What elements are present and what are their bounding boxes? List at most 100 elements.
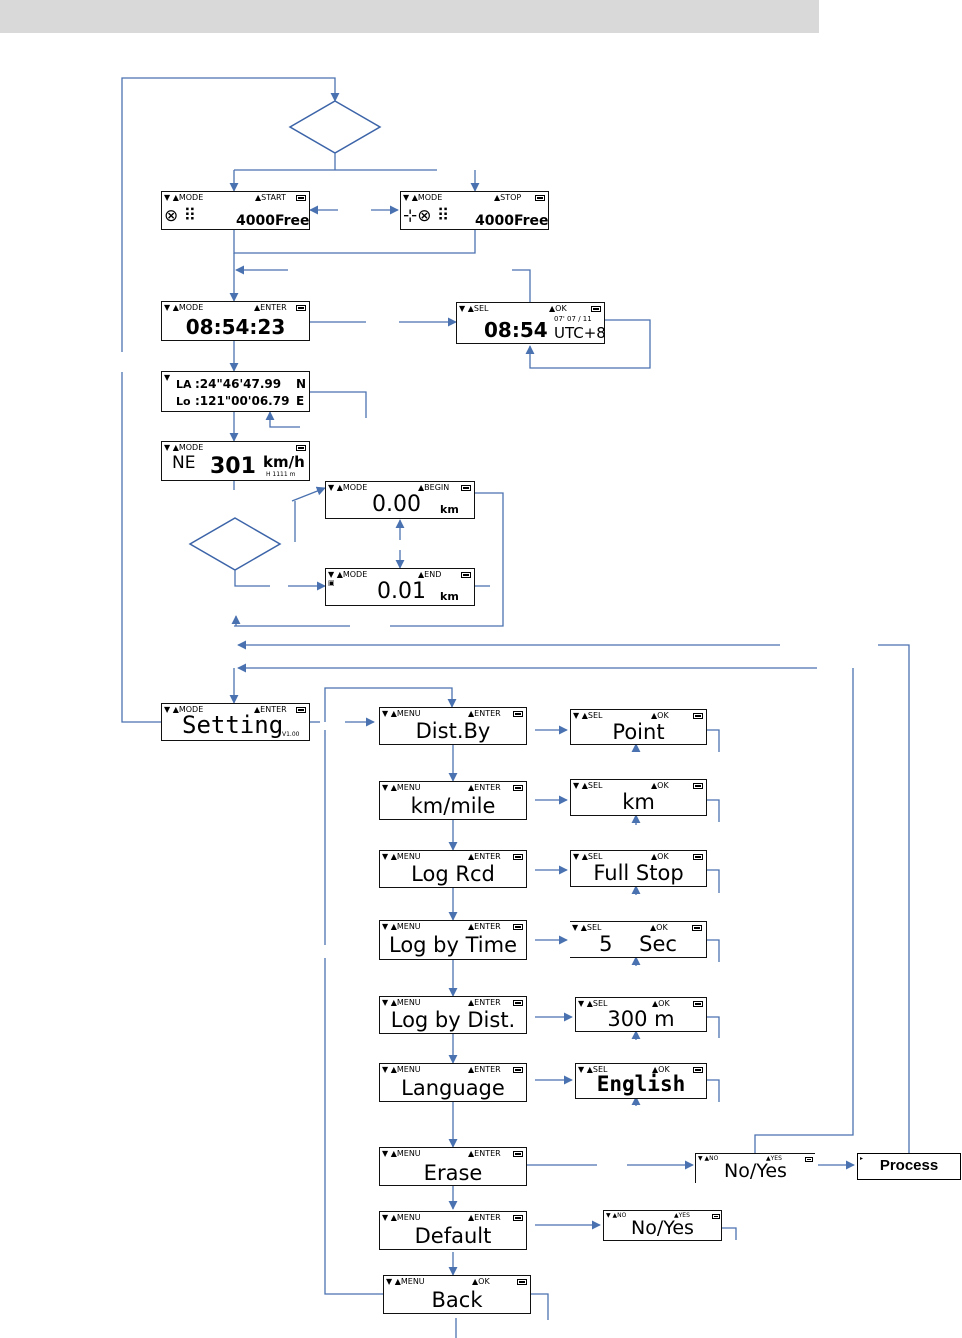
process-box: ▸ Process [857,1153,961,1180]
status-end-label: ▲END [418,570,442,579]
logger-stop-screen: ▼ ▲MODE ▲STOP ⊹⊗ ⠿ 4000Free [400,191,549,230]
status-enter-label: ▲ENTER [468,1149,501,1158]
battery-icon [296,445,306,451]
triangle-marker-icon: ▸ [860,1155,864,1162]
menu-item-label: Dist.By [415,719,491,743]
latitude-value: :24"46'47.99 [195,377,282,391]
status-mode-label: ▼ ▲MODE [164,193,204,202]
erase-confirm-label: No/Yes [724,1160,787,1182]
menu-erase: ▼ ▲MENU ▲ENTER Erase [379,1147,527,1186]
status-menu-label: ▼ ▲MENU [382,922,421,931]
process-label: Process [879,1157,939,1174]
menu-item-label: Back [431,1288,483,1312]
status-sel-label: ▼ ▲SEL [578,999,608,1008]
option-value: 300 m [607,1007,675,1031]
menu-log-rcd: ▼ ▲MENU ▲ENTER Log Rcd [379,850,527,888]
latitude-label: LA [176,378,192,391]
battery-icon [517,1279,527,1285]
battery-icon [712,1214,720,1219]
decision-diamond-top [288,100,382,154]
bluetooth-logger-icon: ⊗ ⠿ [164,206,197,226]
setting-title: Setting [182,711,284,739]
battery-icon [591,306,601,312]
status-menu-label: ▼ ▲MENU [382,998,421,1007]
battery-icon [693,713,703,719]
logger-capacity: 4000Free [236,213,310,229]
status-menu-label: ▼ ▲MENU [386,1277,425,1286]
heading: NE [172,453,196,473]
status-enter-label: ▲ENTER [468,922,501,931]
battery-icon [296,305,306,311]
status-ok-label: ▲OK [652,999,670,1008]
menu-default: ▼ ▲MENU ▲ENTER Default [379,1211,527,1250]
longitude-direction: E [296,394,305,408]
status-enter-label: ▲ENTER [468,852,501,861]
battery-icon [461,485,471,491]
status-enter-label: ▲ENTER [468,1065,501,1074]
status-sel-label: ▼ ▲SEL [578,1065,608,1074]
status-ok-label: ▲OK [472,1277,490,1286]
menu-log-by-dist: ▼ ▲MENU ▲ENTER Log by Dist. [379,996,527,1034]
option-value: km [622,790,655,814]
speed-screen: ▼ ▲MODE NE 301 km/h H 1111 m [161,441,310,481]
speed-value: 301 [210,454,256,479]
status-ok-label: ▲OK [549,304,567,313]
menu-item-label: Log Rcd [411,862,495,886]
battery-icon [296,707,306,713]
latitude-direction: N [296,377,307,391]
longitude-label: Lo [176,395,191,408]
status-enter-label: ▲ENTER [254,303,287,312]
erase-confirm-screen: ▼ ▲NO ▲YES No/Yes [695,1153,815,1183]
menu-item-label: Erase [423,1161,483,1185]
battery-icon [513,785,523,791]
gps-bluetooth-logger-icon: ⊹⊗ ⠿ [403,206,450,226]
status-begin-label: ▲BEGIN [418,483,450,492]
menu-km-mile: ▼ ▲MENU ▲ENTER km/mile [379,781,527,820]
status-enter-label: ▲ENTER [468,998,501,1007]
battery-icon [692,925,702,931]
trip-unit: km [440,503,459,516]
status-menu-label: ▼ ▲MENU [382,709,421,718]
status-enter-label: ▲ENTER [254,705,287,714]
status-sel-label: ▼ ▲SEL [572,923,602,932]
clock-screen: ▼ ▲MODE ▲ENTER 08:54:23 [161,301,310,341]
battery-icon [513,1151,523,1157]
status-menu-label: ▼ ▲MENU [382,852,421,861]
status-mode-label: ▼ ▲MODE [164,443,204,452]
logger-capacity: 4000Free [475,213,549,229]
status-enter-label: ▲ENTER [468,709,501,718]
status-no-label: ▼ ▲NO [698,1155,719,1162]
status-mode-label: ▼ ▲MODE [164,303,204,312]
battery-icon [461,572,471,578]
log-indicator-icon: ▣ [328,579,335,587]
status-ok-label: ▲OK [651,781,669,790]
option-unit: ▼ ▲SEL ▲OK km [570,779,707,816]
status-menu-label: ▼ ▲MENU [382,1213,421,1222]
status-sel-label: ▼ ▲SEL [573,711,603,720]
menu-back: ▼ ▲MENU ▲OK Back [383,1275,531,1314]
status-mode-label: ▼ ▲MODE [328,570,368,579]
trip-begin-screen: ▼ ▲MODE ▲BEGIN 0.00 km [325,481,475,519]
status-sel-label: ▼ ▲SEL [573,852,603,861]
battery-icon [513,1215,523,1221]
battery-icon [693,854,703,860]
battery-icon [535,195,545,201]
battery-icon [693,1067,703,1073]
status-sel-label: ▼ ▲SEL [459,304,489,313]
trip-begin-value: 0.00 [372,492,421,517]
header-bar [0,0,819,33]
speed-unit: km/h [263,453,305,471]
battery-icon [513,711,523,717]
menu-language: ▼ ▲MENU ▲ENTER Language [379,1063,527,1102]
battery-icon [693,783,703,789]
status-enter-label: ▲ENTER [468,1213,501,1222]
status-mode-label: ▼ ▲MODE [164,705,204,714]
trip-end-screen: ▼ ▲MODE ▲END ▣ 0.01 km [325,568,475,606]
trip-end-value: 0.01 [377,579,426,604]
menu-item-label: Language [401,1076,505,1100]
short-time: 08:54 [484,318,548,342]
status-stop-label: ▲STOP [494,193,522,202]
signal-icon: ▼ [164,373,171,382]
menu-item-label: Log by Dist. [390,1008,516,1032]
status-ok-label: ▲OK [652,1065,670,1074]
